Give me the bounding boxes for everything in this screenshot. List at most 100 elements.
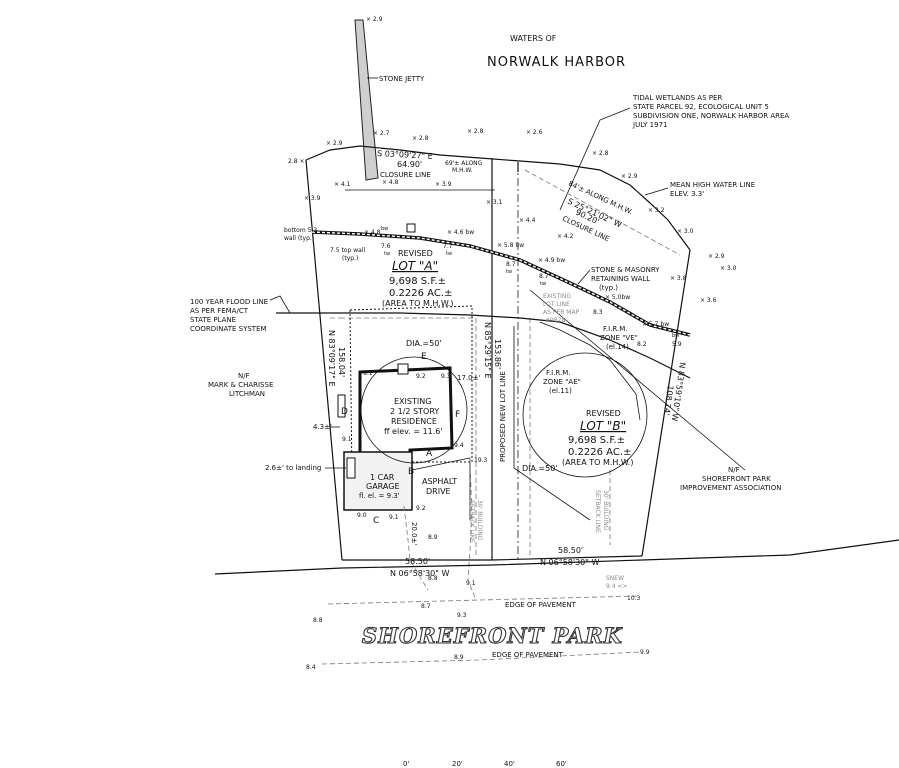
letter-e: E — [421, 352, 427, 362]
spot-elev: 9.2 — [416, 373, 426, 380]
dim-20: 20.0±' — [410, 522, 418, 545]
tidal-line-2: STATE PARCEL 92, ECOLOGICAL UNIT 5 — [633, 103, 769, 111]
flood-leader — [269, 295, 291, 314]
lot-b-revised: REVISED — [586, 409, 621, 418]
spot-elev: tw — [384, 251, 390, 257]
spot-elev: 8.2 — [637, 341, 647, 348]
spot-elevations: × 2.9 × 2.7 × 2.8 × 2.8 × 2.6 × 2.9 2.8 … — [288, 16, 737, 671]
tidal-leader — [559, 107, 631, 211]
jetty-label: STONE JETTY — [379, 75, 425, 83]
spot-elev: × 5.7 bw — [642, 321, 669, 328]
existing-lot-2: LOT LINE — [543, 301, 570, 308]
firm-ve-2: ZONE "VE" — [600, 334, 638, 342]
spot-elev: 9.4 — [454, 442, 464, 449]
spot-elev: 8.7 — [421, 603, 431, 610]
spot-elev: × 3.2 — [648, 207, 665, 214]
stone-jetty — [354, 19, 379, 181]
bearing-south-b: N 06°58'30" W — [540, 558, 599, 567]
firm-ae-2: ZONE "AE" — [543, 378, 581, 386]
proposed-lot-line-label: PROPOSED NEW LOT LINE — [499, 371, 507, 462]
spot-elev: 8.8 — [428, 575, 438, 582]
spot-elev: 5.9 — [672, 341, 682, 348]
spot-elev: 8.3 — [593, 309, 603, 316]
scale-bar: 0' 20' 40' 60' — [403, 760, 567, 768]
existing-lot-1: EXISTING — [543, 293, 571, 300]
lot-b-east-line — [641, 249, 691, 557]
spot-elev: 7.6 — [381, 243, 391, 250]
edge-of-pavement-1 — [327, 595, 641, 605]
zone-diagonal-line — [529, 289, 746, 471]
spot-elev: × 2.6 — [526, 129, 543, 136]
top-wall-1: 7.5 top wall — [330, 247, 365, 254]
spot-elev: tw — [540, 281, 546, 287]
drive-walk-line — [403, 505, 429, 591]
spot-elev: 8.9 — [428, 534, 438, 541]
existing-lot-3: AS PER MAP — [543, 309, 580, 316]
spot-elev: 8.9 — [454, 654, 464, 661]
spot-elev: 2.8 × — [288, 158, 304, 165]
lot-a-ac: 0.2226 AC.± — [389, 288, 452, 299]
dist-west-side: 158.04' — [337, 347, 346, 377]
east-neighbor-1: N/F — [728, 466, 740, 474]
setback-label-3: 30' BUILDING — [602, 490, 609, 531]
setback-line-a — [340, 317, 477, 556]
flood-line-4: COORDINATE SYSTEM — [190, 325, 267, 333]
lot-b-name: LOT "B" — [580, 419, 626, 433]
spot-elev: 9.9 — [640, 649, 650, 656]
garage-line1: 1 CAR — [370, 473, 395, 482]
along-mhw-a: 69'± ALONG — [445, 160, 483, 167]
spot-elev: × 3.9 — [304, 195, 321, 202]
spot-elev: × 5.0bw — [605, 294, 630, 301]
firm-ae-3: (el.11) — [549, 387, 572, 395]
mhw-label-1: MEAN HIGH WATER LINE — [670, 181, 755, 189]
wall-detail-box — [406, 223, 416, 233]
mhw-leader — [644, 187, 669, 196]
scale-40: 40' — [504, 760, 515, 768]
spot-elev: × 2.9 — [708, 253, 725, 260]
spot-elev: 19.3 — [474, 457, 488, 464]
snew-label-2: 9.4 <> — [606, 583, 628, 590]
setback-label-2: SETBACK LINE — [468, 500, 475, 543]
dist-east-side: 108.74' — [662, 385, 675, 416]
letter-f: F — [455, 410, 460, 420]
garage-floor: fl. el. = 9.3' — [359, 492, 400, 500]
spot-elev: 9.2 — [416, 505, 426, 512]
dist-south-a: 58.50' — [405, 557, 430, 566]
spot-elev: × 3.0 — [720, 265, 737, 272]
firm-ve-3: (el.14) — [606, 343, 629, 351]
west-neighbor-1: N/F — [238, 372, 250, 380]
spot-elev: × 4.4 — [519, 217, 536, 224]
spot-elev: 8.7 — [506, 261, 516, 268]
tidal-line-4: JULY 1971 — [632, 121, 667, 129]
letter-d: D — [341, 407, 348, 417]
firm-ae-bound — [513, 326, 591, 521]
spot-elev: × 2.8 — [467, 128, 484, 135]
spot-elev: × 3.0 — [677, 228, 694, 235]
residence-line3: RESIDENCE — [391, 417, 437, 426]
spot-elev: 9.0 — [357, 512, 367, 519]
closure-line-b — [524, 169, 681, 256]
edge-of-pavement-2 — [321, 651, 641, 665]
flood-line-100yr — [276, 312, 691, 379]
lot-a-name: LOT "A" — [392, 259, 438, 273]
spot-elev: × 4.2 — [557, 233, 574, 240]
scale-0: 0' — [403, 760, 409, 768]
spot-elev: × 2.8 — [592, 150, 609, 157]
spot-elev: 9.1 — [389, 514, 399, 521]
edge-pavement-label-2: EDGE OF PAVEMENT — [492, 651, 564, 659]
lot-a-building-circle — [360, 356, 468, 464]
spot-elev: × 2.7 — [373, 130, 390, 137]
bearing-mid-line: N 85°29'15" E — [483, 322, 492, 379]
scale-20: 20' — [452, 760, 463, 768]
spot-elev: 9.3 — [441, 373, 451, 380]
harbor-label: NORWALK HARBOR — [487, 55, 626, 70]
firm-ve-1: F.I.R.M. — [603, 325, 628, 333]
retaining-wall-inner — [311, 231, 691, 336]
drive-east-line — [467, 457, 477, 601]
bearing-north-a: S 03°09'27" E — [377, 149, 433, 161]
dim-2-6: 2.6±' to landing — [265, 464, 321, 472]
spot-elev: tw — [446, 251, 452, 257]
wall-label-2: RETAINING WALL — [591, 275, 650, 283]
lot-b-ac: 0.2226 AC.± — [568, 447, 631, 458]
